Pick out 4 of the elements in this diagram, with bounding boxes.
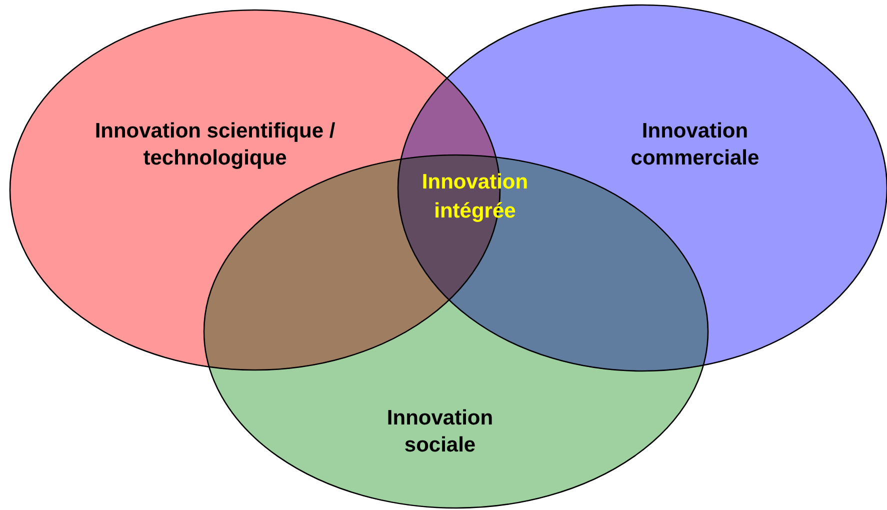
set-label: Innovation commerciale <box>630 118 760 172</box>
set-label: Innovation sociale <box>386 406 494 459</box>
intersection-label: Innovation intégrée <box>420 170 530 225</box>
set-label: Innovation scientifique / technologique <box>94 118 336 172</box>
